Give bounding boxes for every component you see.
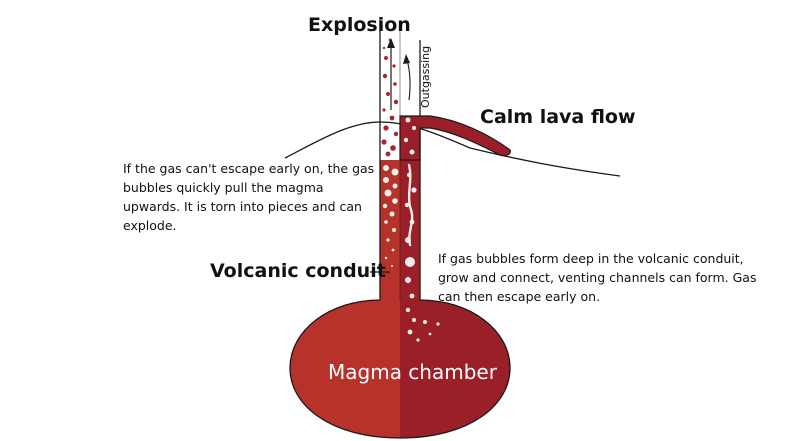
explosion-label: Explosion xyxy=(308,14,411,36)
lava-flow-branch xyxy=(399,115,511,161)
conduit-left-fill xyxy=(380,160,400,305)
magma-chamber-outline xyxy=(289,299,511,439)
outgassing-arrow-head xyxy=(403,54,410,64)
bubbles-left-conduit xyxy=(382,165,399,267)
venting-channel xyxy=(407,163,414,247)
magma-chamber-right xyxy=(400,300,510,438)
left-explanation-text: If the gas can't escape early on, the ga… xyxy=(123,161,375,233)
calm-lava-flow-label: Calm lava flow xyxy=(480,106,636,128)
ground-surface-line xyxy=(284,121,621,177)
outgassing-label: Outgassing xyxy=(419,45,432,108)
conduit-right-fill xyxy=(400,118,420,305)
magma-chamber-left xyxy=(290,300,400,438)
right-explanation-text: If gas bubbles form deep in the volcanic… xyxy=(438,251,757,304)
magma-chamber-label: Magma chamber xyxy=(328,360,497,384)
explosion-arrow-head xyxy=(387,38,395,48)
volcanic-conduit-label: Volcanic conduit xyxy=(210,260,386,282)
outgassing-arrow xyxy=(406,59,411,101)
ash-fragments xyxy=(381,38,399,157)
